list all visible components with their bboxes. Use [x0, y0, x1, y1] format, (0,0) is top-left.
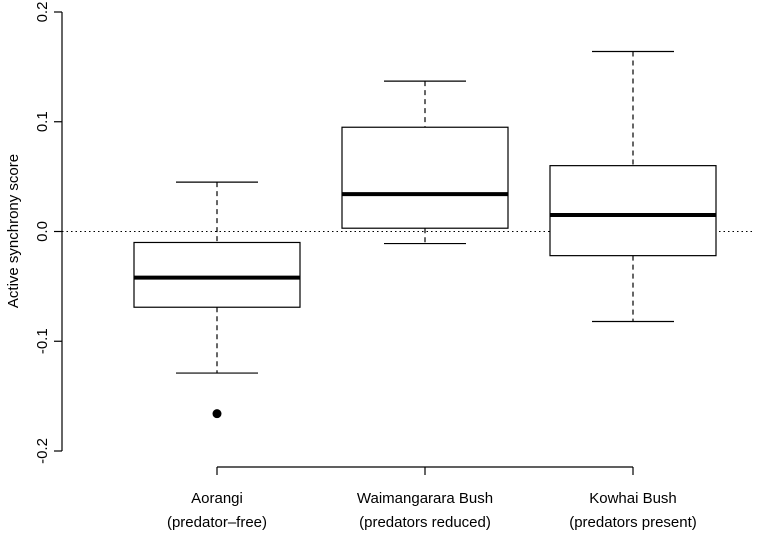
x-tick-sublabel: (predators present): [569, 514, 697, 531]
y-tick-label: -0.2: [34, 438, 51, 464]
y-tick-label: 0.2: [34, 2, 51, 23]
box-group: [341, 80, 509, 245]
x-axis: Aorangi (predator–free) Waimangarara Bush (…: [167, 466, 697, 531]
y-tick-label: -0.1: [34, 328, 51, 354]
x-tick-label: Kowhai Bush: [589, 490, 677, 507]
box-iqr: [133, 241, 301, 308]
x-tick-label: Aorangi: [191, 490, 243, 507]
x-tick-label: Waimangarara Bush: [357, 490, 493, 507]
box-group: [133, 181, 301, 419]
y-tick-label: 0.0: [34, 221, 51, 242]
outlier-point: [212, 409, 222, 419]
x-tick-sublabel: (predators reduced): [359, 514, 491, 531]
y-tick-label: 0.1: [34, 111, 51, 132]
box-iqr: [341, 126, 509, 229]
box-group: [549, 50, 717, 323]
x-tick-sublabel: (predator–free): [167, 514, 267, 531]
box-iqr: [549, 165, 717, 257]
boxes: [133, 50, 717, 419]
y-axis-title: Active synchrony score: [5, 154, 22, 308]
y-axis: -0.2 -0.1 0.0 0.1 0.2: [34, 2, 63, 464]
